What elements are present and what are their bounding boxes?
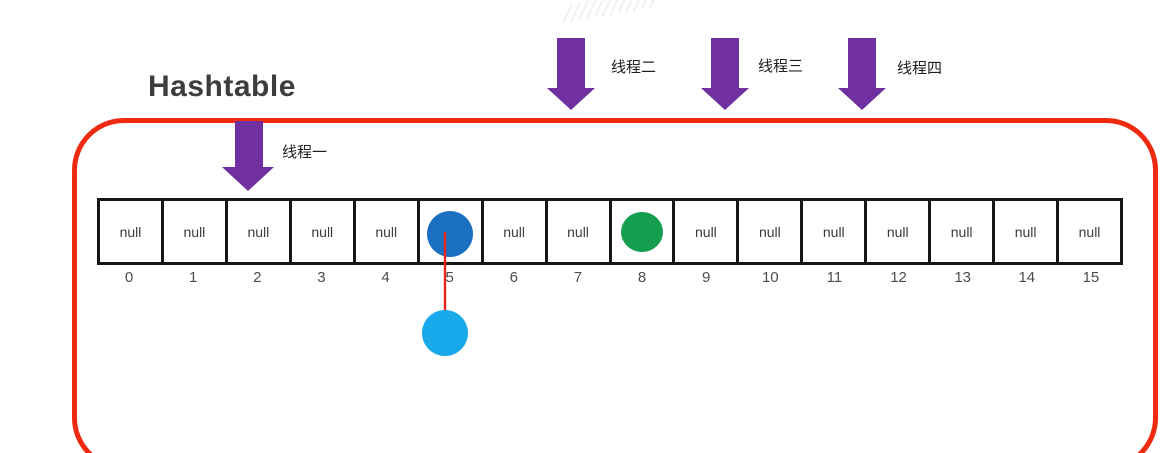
bucket-cell-4: null bbox=[356, 201, 420, 262]
index-row: 0 1 2 3 4 5 6 7 8 9 10 11 12 13 14 15 bbox=[97, 269, 1123, 286]
bucket-cell-2: null bbox=[228, 201, 292, 262]
bucket-index: 0 bbox=[124, 269, 134, 286]
thread4-label: 线程四 bbox=[897, 60, 943, 77]
bucket-value: null bbox=[1014, 223, 1037, 240]
thread3-label: 线程三 bbox=[758, 58, 804, 75]
bucket-index: 5 bbox=[445, 269, 454, 286]
thread2-down-arrow-icon bbox=[547, 38, 595, 110]
bucket-value: null bbox=[183, 223, 206, 240]
bucket-cell-8 bbox=[612, 201, 676, 262]
bucket-cell-9: null bbox=[675, 201, 740, 262]
bucket-index: 10 bbox=[761, 269, 779, 286]
page-title: Hashtable bbox=[148, 70, 296, 103]
bucket-value: null bbox=[375, 223, 398, 240]
bucket-cell-3: null bbox=[292, 201, 356, 262]
bucket-index: 2 bbox=[253, 269, 262, 286]
arrow-shaft bbox=[848, 38, 876, 88]
green-node-circle bbox=[620, 211, 663, 252]
bucket-cell-11: null bbox=[803, 201, 868, 262]
arrow-shaft bbox=[234, 121, 263, 167]
thread2-label: 线程二 bbox=[611, 59, 657, 76]
bucket-index: 11 bbox=[826, 269, 843, 286]
bucket-cell-0: null bbox=[100, 201, 164, 262]
arrow-head bbox=[547, 88, 595, 110]
bucket-value: null bbox=[950, 223, 973, 240]
bucket-index: 12 bbox=[890, 269, 907, 286]
bucket-cell-12: null bbox=[867, 201, 932, 262]
bucket-index: 7 bbox=[573, 269, 583, 286]
thread1-down-arrow-icon bbox=[222, 121, 275, 191]
bucket-cell-14: null bbox=[995, 201, 1060, 262]
thread3-down-arrow-icon bbox=[701, 38, 749, 110]
arrow-head bbox=[838, 88, 886, 110]
bucket-index: 13 bbox=[954, 269, 972, 286]
arrow-shaft bbox=[711, 38, 739, 88]
bucket-value: null bbox=[695, 223, 717, 240]
bucket-index: 15 bbox=[1082, 269, 1100, 286]
hashtable-frame bbox=[72, 118, 1158, 453]
bucket-value: null bbox=[822, 223, 845, 240]
bucket-value: null bbox=[247, 223, 270, 240]
thread4-down-arrow-icon bbox=[838, 38, 886, 110]
bucket-cell-5 bbox=[420, 201, 484, 262]
bucket-cell-1: null bbox=[164, 201, 228, 262]
bucket-index: 6 bbox=[509, 269, 518, 286]
bucket-index: 8 bbox=[637, 269, 647, 286]
bucket-cell-10: null bbox=[739, 201, 804, 262]
bucket-value: null bbox=[311, 223, 334, 240]
bucket-value: null bbox=[758, 223, 781, 240]
arrow-head bbox=[222, 167, 274, 191]
bucket-index: 9 bbox=[702, 269, 711, 286]
bucket-cell-15: null bbox=[1059, 201, 1120, 262]
stored-node-circle bbox=[427, 211, 474, 257]
bucket-value: null bbox=[1078, 223, 1101, 240]
bucket-value: null bbox=[567, 223, 589, 240]
bucket-value: null bbox=[886, 223, 909, 240]
bucket-index: 4 bbox=[381, 269, 390, 286]
arrow-head bbox=[701, 88, 749, 110]
bucket-array: null null null null null null null null … bbox=[97, 198, 1123, 265]
watermark bbox=[562, 0, 666, 24]
bucket-cell-13: null bbox=[931, 201, 996, 262]
bucket-index: 14 bbox=[1018, 269, 1036, 286]
arrow-shaft bbox=[557, 38, 585, 88]
bucket-cell-7: null bbox=[548, 201, 612, 262]
bucket-index: 3 bbox=[317, 269, 326, 286]
pending-node-circle bbox=[422, 310, 468, 356]
thread1-label: 线程一 bbox=[282, 144, 328, 161]
bucket-value: null bbox=[119, 223, 142, 240]
bucket-cell-6: null bbox=[484, 201, 548, 262]
bucket-value: null bbox=[503, 223, 525, 240]
bucket-index: 1 bbox=[189, 269, 198, 286]
